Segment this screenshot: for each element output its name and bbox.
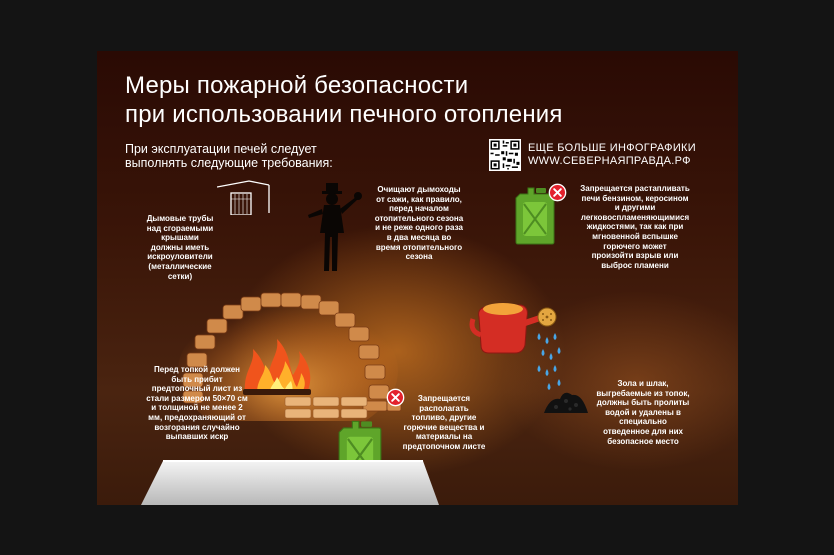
note-line: отведенное для них — [603, 426, 683, 436]
prohibited-icon — [386, 388, 405, 407]
note-line: безопасное место — [607, 436, 679, 446]
note-line: материалы на — [415, 432, 473, 442]
note-line: произойти взрыв или — [591, 251, 679, 261]
note-line: Запрещается растапливать — [580, 184, 690, 193]
promo-line-1: ЕЩЕ БОЛЬШЕ ИНФОГРАФИКИ — [528, 142, 696, 154]
intro-line-2: выполнять следующие требования: — [125, 156, 333, 170]
note-line: крышами — [161, 233, 199, 243]
note-line: горючего может — [603, 241, 667, 251]
note-line: мгновенной вспышке — [592, 231, 678, 241]
note-line: печи бензином, керосином — [581, 193, 689, 203]
note-ash-disposal: Зола и шлак, выгребаемые из топок, должн… — [591, 379, 695, 446]
note-line: специально — [619, 417, 667, 427]
note-line: и не реже одного раза — [375, 223, 463, 233]
note-fuel-ignition-ban: Запрещается растапливать печи бензином, … — [571, 184, 699, 270]
note-line: возгорания случайно — [154, 422, 240, 432]
prohibited-icon — [548, 183, 567, 202]
fireplace-arch-illustration — [178, 292, 402, 421]
note-line: предтопочном листе — [402, 441, 486, 451]
note-line: жидкостями, так как при — [586, 222, 684, 232]
note-line: искроуловители — [147, 252, 213, 262]
intro-line-1: При эксплуатации печей следует — [125, 142, 317, 156]
watering-can-icon — [469, 303, 561, 390]
note-line: Перед топкой должен — [154, 365, 240, 374]
note-line: от сажи, как правило, — [376, 194, 462, 204]
note-line: и другими — [614, 203, 656, 213]
note-line: время отопительного — [375, 242, 463, 252]
note-line: отопительного сезона — [374, 213, 464, 223]
note-line: выгребаемые из топок, — [596, 388, 690, 398]
page-title: Меры пожарной безопасности при использов… — [125, 71, 665, 129]
note-line: стали размером 50×70 см — [146, 393, 248, 403]
note-line: и толщиной не менее 2 — [151, 403, 243, 413]
note-line: (металлические — [148, 261, 212, 271]
note-line: в два месяца во — [386, 232, 452, 242]
note-storage-ban: Запрещается располагать топливо, другие … — [395, 394, 493, 452]
promo-line-2: WWW.СЕВЕРНАЯПРАВДА.РФ — [528, 155, 691, 167]
note-line: горючие вещества и — [403, 422, 485, 432]
note-line: располагать — [419, 403, 469, 413]
note-line: быть прибит — [171, 374, 223, 384]
note-line: сезона — [405, 252, 433, 262]
fuel-canister-icon — [515, 187, 555, 245]
note-line: Очищают дымоходы — [377, 185, 461, 194]
note-line: выброс пламени — [601, 260, 669, 270]
note-chimney-cleaning: Очищают дымоходы от сажи, как правило, п… — [365, 185, 473, 262]
note-line: сетки) — [167, 271, 193, 281]
chimney-sweep-icon — [308, 183, 362, 271]
infographic-poster: Меры пожарной безопасности при использов… — [97, 51, 738, 505]
title-line-2: при использовании печного отопления — [125, 101, 563, 128]
note-pre-furnace-sheet: Перед топкой должен быть прибит предтопо… — [139, 365, 255, 442]
note-line: водой и удалены в — [605, 407, 681, 417]
chimney-spark-arrester-icon — [217, 180, 270, 215]
note-line: выпавших искр — [165, 432, 229, 442]
note-line: над сгораемыми — [146, 223, 214, 233]
note-line: Запрещается — [417, 394, 471, 403]
note-line: перед началом — [389, 204, 449, 214]
ash-pile-icon — [544, 392, 588, 413]
note-line: Зола и шлак, — [617, 379, 669, 388]
qr-code-icon — [489, 139, 521, 171]
note-line: легковоспламеняющимися — [580, 212, 690, 222]
note-line: мм, предохраняющий от — [148, 412, 246, 422]
note-line: Дымовые трубы — [146, 214, 214, 223]
note-line: должны иметь — [150, 242, 210, 252]
note-chimney-spark-arrester: Дымовые трубы над сгораемыми крышами дол… — [137, 214, 223, 281]
note-line: топливо, другие — [411, 413, 477, 423]
promo-text: ЕЩЕ БОЛЬШЕ ИНФОГРАФИКИ WWW.СЕВЕРНАЯПРАВД… — [528, 142, 696, 168]
note-line: предтопочный лист из — [151, 384, 243, 394]
intro-text: При эксплуатации печей следует выполнять… — [125, 142, 395, 170]
title-line-1: Меры пожарной безопасности — [125, 72, 469, 99]
note-line: должны быть пролиты — [596, 398, 690, 408]
pre-furnace-sheet-illustration — [141, 460, 439, 505]
